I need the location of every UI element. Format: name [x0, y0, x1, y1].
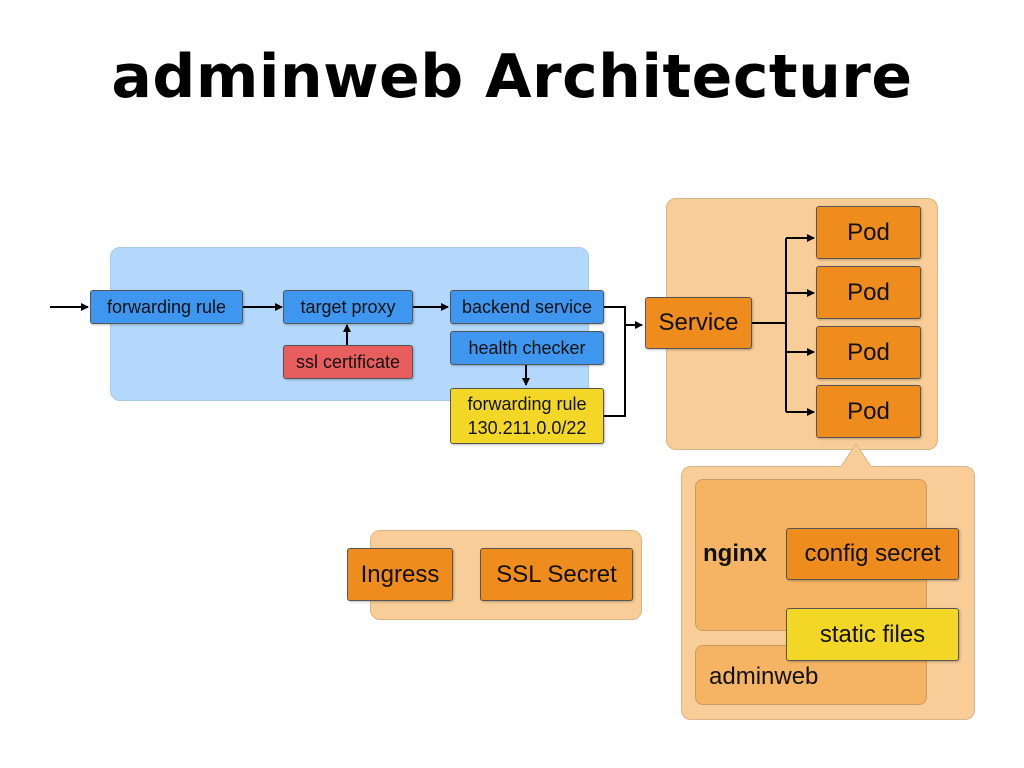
health-check-ip-range: 130.211.0.0/22	[467, 418, 587, 438]
config-secret-box: config secret	[786, 528, 959, 580]
target-proxy-box: target proxy	[283, 290, 413, 324]
page-title: adminweb Architecture	[111, 42, 913, 112]
nginx-label: nginx	[703, 540, 767, 567]
pod-box-3: Pod	[816, 326, 921, 379]
service-box: Service	[645, 297, 752, 349]
health-check-forwarding-rule-label: forwarding rule	[467, 394, 587, 414]
adminweb-label: adminweb	[709, 663, 819, 690]
static-files-box: static files	[786, 608, 959, 661]
ssl-secret-box: SSL Secret	[480, 548, 633, 601]
pod-box-1: Pod	[816, 206, 921, 259]
backend-service-box: backend service	[450, 290, 604, 324]
forwarding-rule-box: forwarding rule	[90, 290, 243, 324]
ssl-certificate-box: ssl certificate	[283, 345, 413, 379]
pod-box-2: Pod	[816, 266, 921, 319]
ingress-box: Ingress	[347, 548, 453, 601]
health-check-forwarding-rule-box: forwarding rule 130.211.0.0/22	[450, 388, 604, 444]
health-checker-box: health checker	[450, 331, 604, 365]
pod-box-4: Pod	[816, 385, 921, 438]
